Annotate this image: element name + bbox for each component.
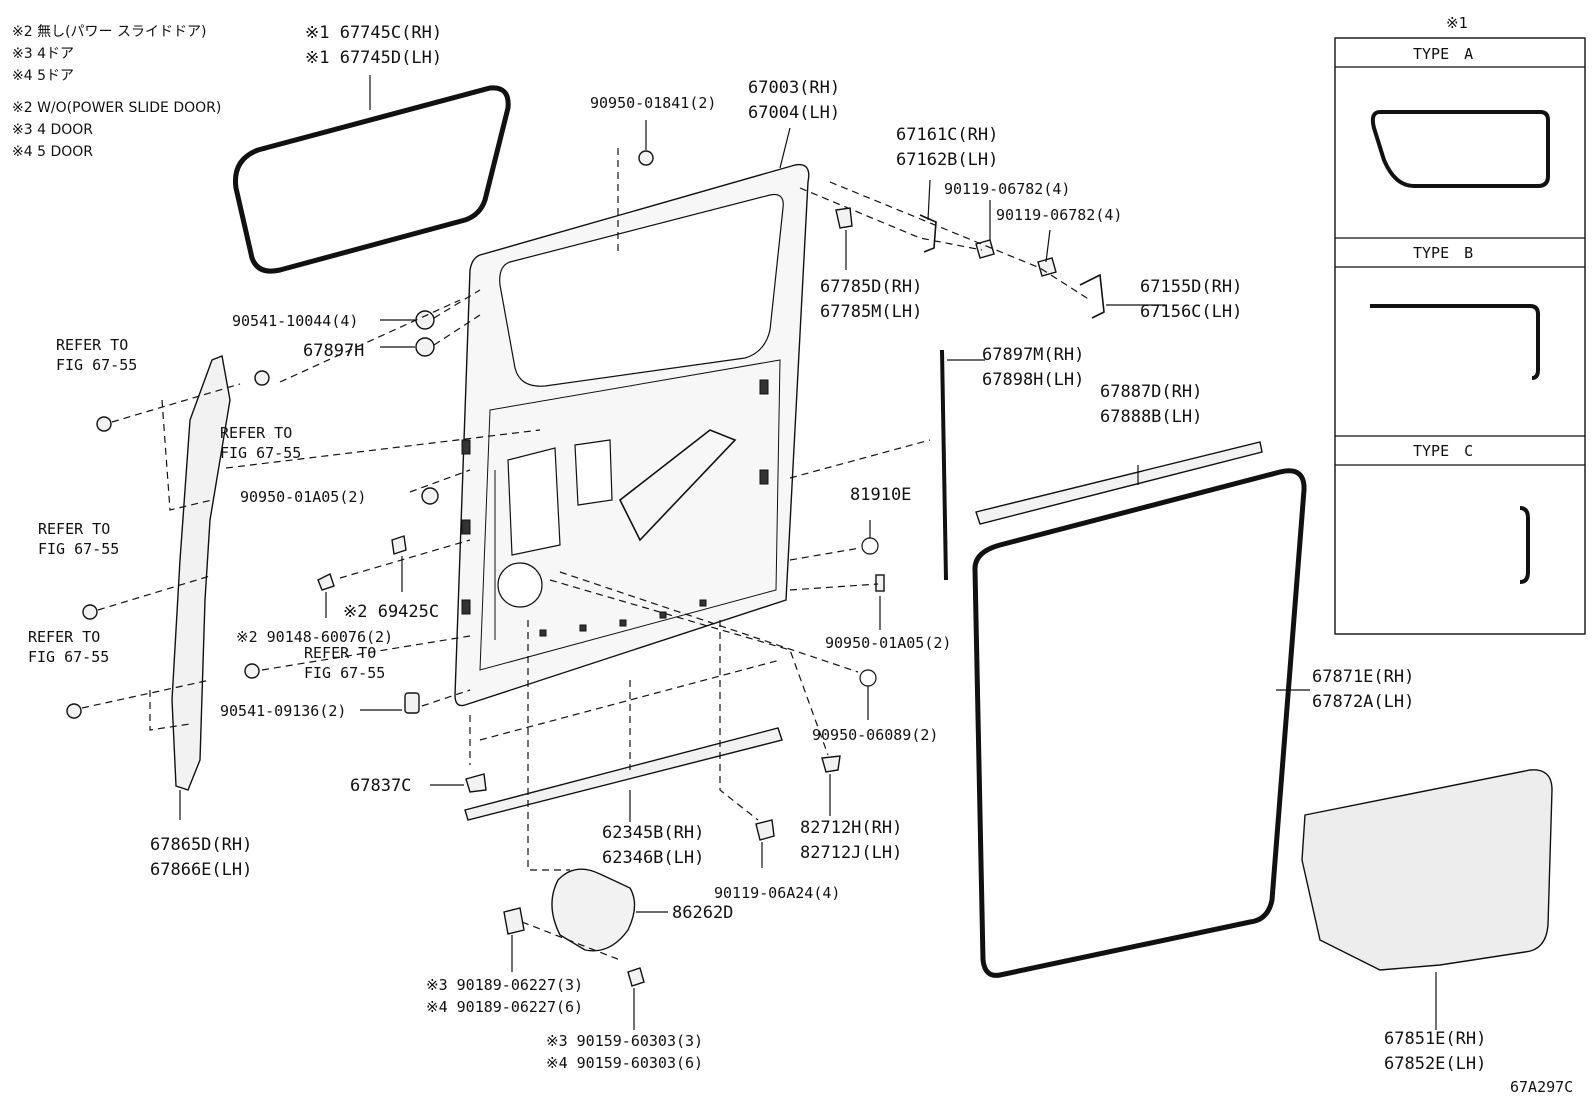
label-67866e: 67866E(LH)	[150, 860, 252, 880]
type-b-seal-shape	[1370, 304, 1540, 380]
label-67872a: 67872A(LH)	[1312, 692, 1414, 712]
label-refer-5b: FIG 67-55	[304, 664, 385, 682]
label-90950-01a05-a: 90950-01A05(2)	[240, 488, 366, 506]
label-90189-06227-3: ※3 90189-06227(3)	[426, 976, 583, 994]
type-c-label: TYPE C	[1413, 442, 1473, 460]
label-82712j: 82712J(LH)	[800, 843, 902, 863]
label-90541-10044: 90541-10044(4)	[232, 312, 358, 330]
label-90950-01a05-b: 90950-01A05(2)	[825, 634, 951, 652]
label-62345b: 62345B(RH)	[602, 823, 704, 843]
label-refer-2a: REFER TO	[220, 424, 292, 442]
label-refer-1a: REFER TO	[56, 336, 128, 354]
notes-block: ※2 無し(パワー スライドドア) ※3 4ドア ※4 5ドア ※2 W/O(P…	[12, 24, 221, 160]
label-69425c: ※2 69425C	[343, 602, 439, 622]
label-refer-1b: FIG 67-55	[56, 356, 137, 374]
label-refer-5a: REFER TO	[304, 644, 376, 662]
label-90159-60303-4: ※4 90159-60303(6)	[546, 1054, 703, 1072]
label-81910e: 81910E	[850, 485, 911, 505]
label-82712h: 82712H(RH)	[800, 818, 902, 838]
label-86262d: 86262D	[672, 903, 733, 923]
window-weatherstrip-67745	[232, 75, 511, 274]
label-67745c: ※1 67745C(RH)	[305, 23, 442, 43]
label-90541-09136: 90541-09136(2)	[220, 702, 346, 720]
speaker-cover-86262	[551, 868, 636, 952]
label-67156c: 67156C(LH)	[1140, 302, 1242, 322]
label-90119-06782-b: 90119-06782(4)	[996, 206, 1122, 224]
sliding-door-panel	[454, 163, 810, 707]
type-variants-box: ※1 TYPE A TYPE B TYPE C	[1334, 14, 1586, 635]
label-refer-3a: REFER TO	[38, 520, 110, 538]
label-67887d: 67887D(RH)	[1100, 382, 1202, 402]
label-refer-4b: FIG 67-55	[28, 648, 109, 666]
label-67888b: 67888B(LH)	[1100, 407, 1202, 427]
weatherstrips-rh	[940, 349, 1263, 581]
belt-molding-62345	[464, 727, 783, 821]
pillar-garnish-67865	[171, 355, 231, 820]
figure-code: 67A297C	[1510, 1078, 1573, 1096]
note-line-3: ※4 5ドア	[12, 68, 74, 84]
type-b-label: TYPE B	[1413, 244, 1473, 262]
label-67852e: 67852E(LH)	[1384, 1054, 1486, 1074]
note-line-6: ※4 5 DOOR	[12, 144, 93, 160]
label-67003: 67003(RH)	[748, 78, 840, 98]
label-refer-4a: REFER TO	[28, 628, 100, 646]
note-line-2: ※3 4ドア	[12, 46, 74, 62]
label-67851e: 67851E(RH)	[1384, 1029, 1486, 1049]
label-90119-06782-a: 90119-06782(4)	[944, 180, 1070, 198]
label-90159-60303-3: ※3 90159-60303(3)	[546, 1032, 703, 1050]
label-67897h: 67897H	[303, 341, 364, 361]
label-refer-2b: FIG 67-55	[220, 444, 301, 462]
small-parts	[66, 150, 1105, 987]
label-67898h: 67898H(LH)	[982, 370, 1084, 390]
label-62346b: 62346B(LH)	[602, 848, 704, 868]
label-67897m: 67897M(RH)	[982, 345, 1084, 365]
type-c-seal-shape	[1519, 506, 1530, 584]
label-67162b: 67162B(LH)	[896, 150, 998, 170]
leader-lines	[81, 120, 1310, 1030]
label-67004: 67004(LH)	[748, 103, 840, 123]
part-labels: ※1 67745C(RH) ※1 67745D(LH) 90950-01841(…	[28, 23, 1573, 1096]
service-hole-cover-67851	[1301, 769, 1553, 1030]
label-90148-60076: ※2 90148-60076(2)	[236, 628, 393, 646]
label-90950-01841: 90950-01841(2)	[590, 94, 716, 112]
label-67785d: 67785D(RH)	[820, 277, 922, 297]
label-67155d: 67155D(RH)	[1140, 277, 1242, 297]
note-line-1: ※2 無し(パワー スライドドア)	[12, 24, 206, 40]
label-67745d: ※1 67745D(LH)	[305, 48, 442, 68]
type-a-seal-shape	[1370, 110, 1550, 188]
label-67837c: 67837C	[350, 776, 411, 796]
label-refer-3b: FIG 67-55	[38, 540, 119, 558]
label-67865d: 67865D(RH)	[150, 835, 252, 855]
label-67871e: 67871E(RH)	[1312, 667, 1414, 687]
label-90189-06227-4: ※4 90189-06227(6)	[426, 998, 583, 1016]
door-weatherstrip-67871	[972, 468, 1307, 978]
type-a-label: TYPE A	[1413, 45, 1473, 63]
note-line-4: ※2 W/O(POWER SLIDE DOOR)	[12, 100, 221, 116]
label-67161c: 67161C(RH)	[896, 125, 998, 145]
label-90950-06089: 90950-06089(2)	[812, 726, 938, 744]
type-box-marker: ※1	[1446, 14, 1468, 32]
label-90119-06a24: 90119-06A24(4)	[714, 884, 840, 902]
note-line-5: ※3 4 DOOR	[12, 122, 93, 138]
label-67785m: 67785M(LH)	[820, 302, 922, 322]
